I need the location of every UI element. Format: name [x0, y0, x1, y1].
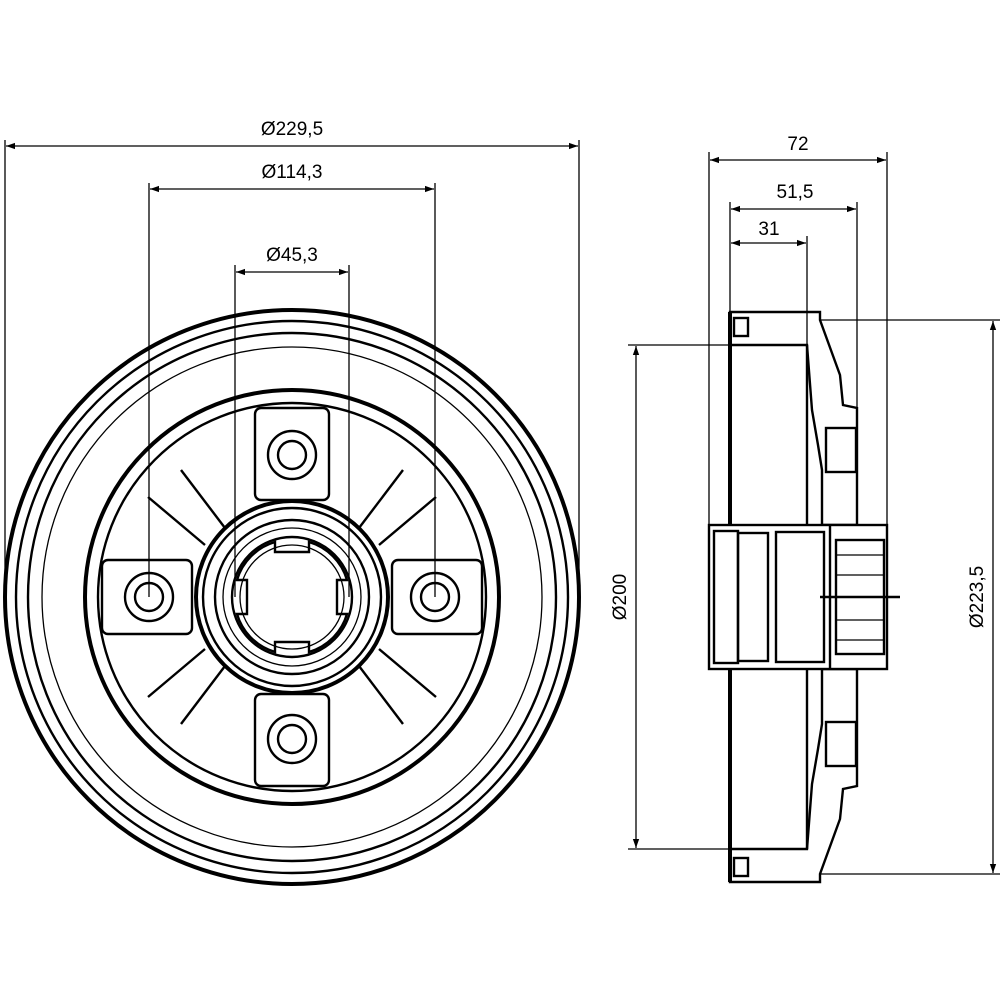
dim-label-overall-diameter: Ø229,5 — [261, 119, 323, 140]
center-bore — [235, 540, 349, 654]
dimension-center-bore: Ø45,3 — [234, 245, 350, 597]
dimension-outer-diameter: Ø223,5 — [820, 319, 1000, 875]
dim-label-total-width: 72 — [787, 134, 808, 155]
dimension-bolt-circle: Ø114,3 — [148, 162, 436, 597]
dim-label-width-mid: 51,5 — [777, 182, 814, 203]
dim-label-outer-diameter: Ø223,5 — [967, 566, 988, 628]
dim-label-center-bore: Ø45,3 — [266, 245, 318, 266]
dimension-overall-diameter: Ø229,5 — [4, 119, 580, 597]
hub — [194, 499, 390, 695]
bolt-lugs — [100, 406, 484, 788]
dim-label-bolt-circle: Ø114,3 — [262, 162, 323, 183]
side-view: 72 51,5 31 Ø200 Ø223,5 — [610, 134, 1000, 884]
dimension-total-width: 72 — [708, 134, 888, 525]
dimension-braking-diameter: Ø200 — [610, 344, 807, 850]
dim-label-width-inner: 31 — [758, 219, 779, 240]
dim-label-braking-diameter: Ø200 — [610, 574, 631, 620]
bolt-holes — [123, 429, 461, 765]
front-view: Ø229,5 Ø114,3 Ø45,3 — [3, 119, 581, 886]
hub-section — [707, 523, 900, 671]
dimension-width-inner: 31 — [731, 219, 808, 345]
drum-outer-rings — [3, 308, 581, 886]
spoke-ribs — [147, 469, 437, 725]
dimension-width-mid: 51,5 — [729, 182, 858, 408]
